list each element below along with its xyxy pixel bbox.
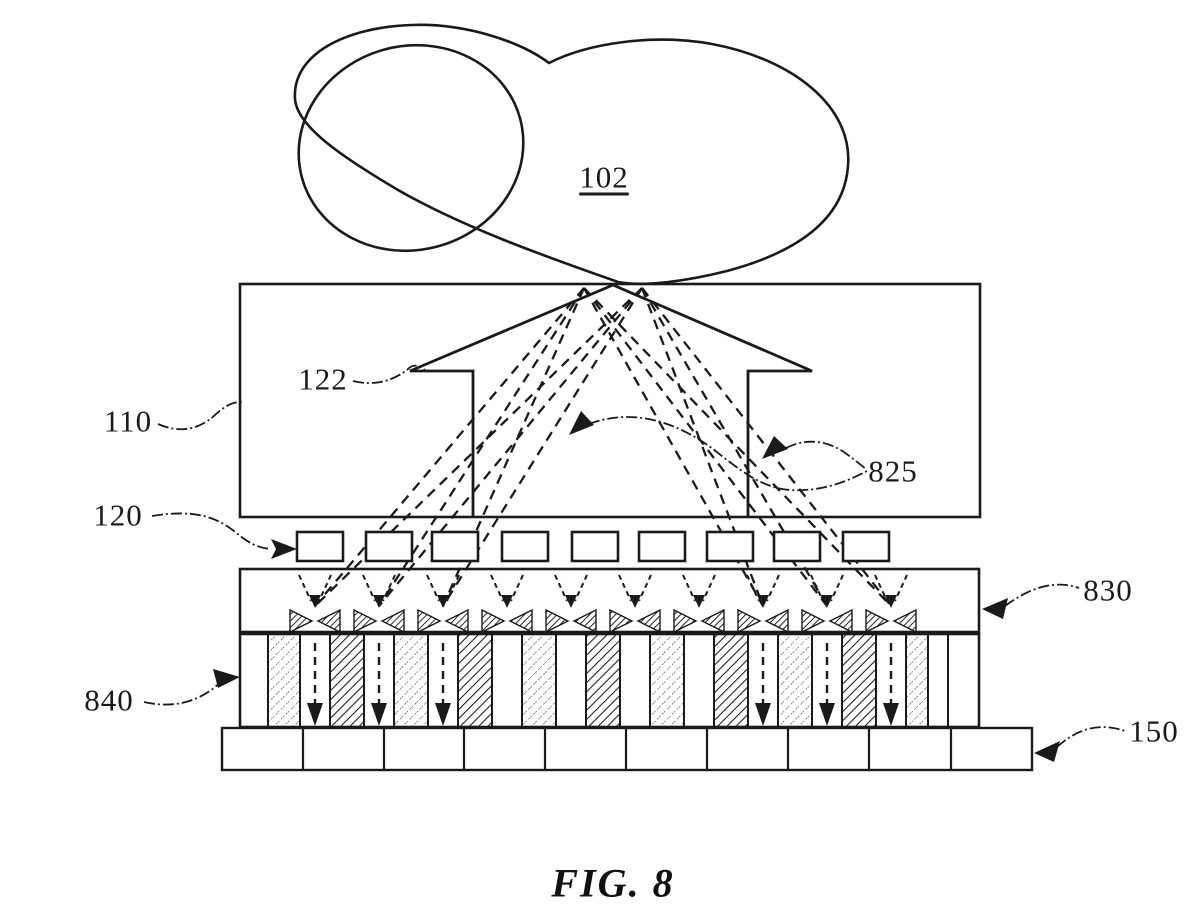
- pixel-rect-row: [295, 530, 891, 563]
- leader-arrowheads: [213, 411, 1060, 762]
- cover-glass-box: [238, 282, 982, 519]
- fingertip-pad: [297, 43, 525, 253]
- label-150: 150: [1129, 713, 1179, 749]
- arrowhead-825-b: [762, 436, 788, 459]
- leader-122: [352, 364, 426, 384]
- leader-830: [1004, 583, 1080, 607]
- bowtie-apertures: [289, 574, 917, 634]
- upward-light-arrow: [409, 283, 813, 516]
- leader-825-b: [785, 440, 867, 470]
- finger-outline: [293, 23, 850, 286]
- label-110: 110: [103, 403, 153, 439]
- leader-150: [1056, 726, 1126, 748]
- sensor-cell-dividers: [301, 728, 953, 770]
- label-830: 830: [1083, 572, 1133, 608]
- label-840: 840: [84, 682, 134, 718]
- leader-825-a: [588, 416, 868, 492]
- arrowhead-840: [213, 669, 240, 688]
- label-825: 825: [868, 453, 918, 489]
- label-102: 102: [579, 159, 629, 195]
- collimator-columns: [267, 633, 949, 728]
- leader-lines: [143, 364, 1126, 748]
- label-122: 122: [298, 361, 348, 397]
- arrowhead-830: [982, 598, 1008, 619]
- arrowhead-120: [271, 539, 297, 559]
- leader-110: [157, 401, 243, 431]
- leader-120: [151, 512, 272, 550]
- arrowhead-825-a: [569, 411, 594, 435]
- label-120: 120: [93, 497, 143, 533]
- arrowhead-150: [1034, 741, 1060, 762]
- leader-840: [143, 677, 231, 706]
- figure-caption: FIG. 8: [551, 860, 675, 906]
